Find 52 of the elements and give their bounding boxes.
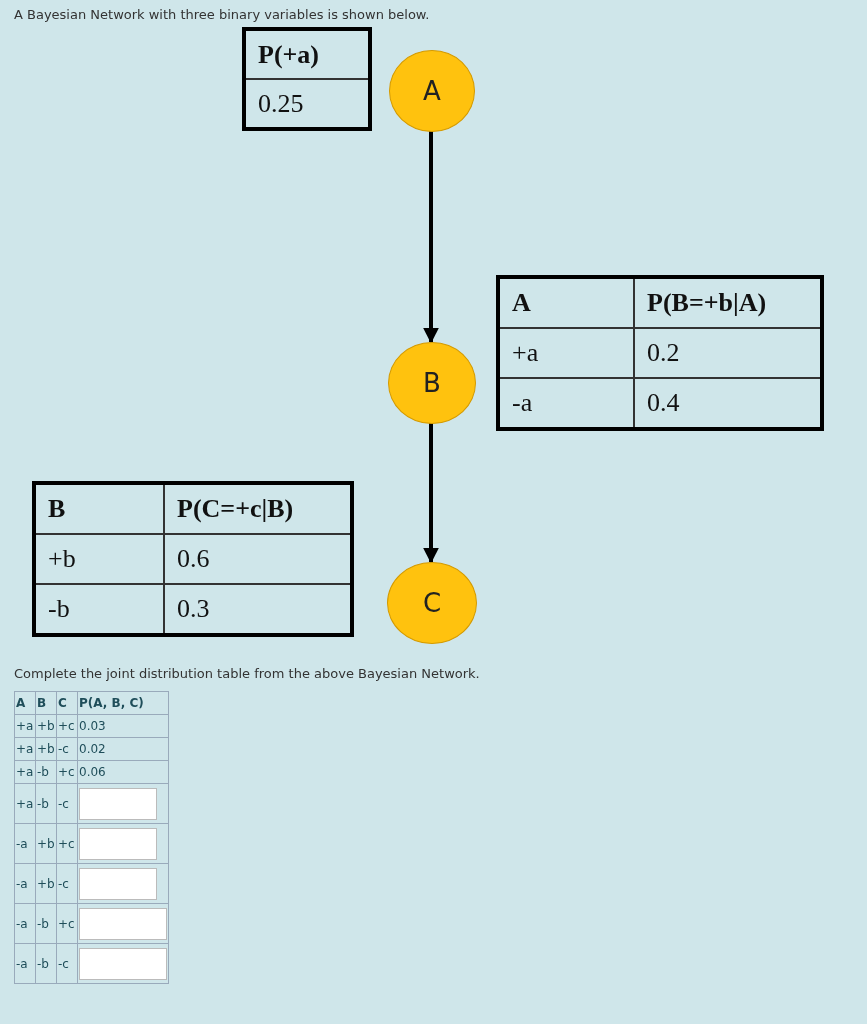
column-header: P(A, B, C) xyxy=(79,696,144,710)
table-value: -c xyxy=(58,956,69,971)
node-label: C xyxy=(422,588,442,618)
table-value: -a xyxy=(512,388,533,418)
title-text: A Bayesian Network with three binary variables is shown below. xyxy=(14,7,430,22)
table-value: -c xyxy=(58,796,69,811)
table-value: -a xyxy=(16,916,28,931)
table-value: -c xyxy=(58,742,69,756)
table-value: 0.06 xyxy=(79,765,106,779)
table-value: -a xyxy=(16,836,28,851)
table-value: 0.2 xyxy=(647,338,680,368)
column-header: B xyxy=(37,696,47,710)
node-label: A xyxy=(423,76,441,106)
table-value: +c xyxy=(58,765,75,779)
arrow xyxy=(423,422,439,564)
table-value: +a xyxy=(512,338,539,368)
table-value: +c xyxy=(58,719,75,733)
column-header: B xyxy=(48,494,66,524)
table-value: -a xyxy=(16,876,28,891)
arrow xyxy=(423,130,439,344)
table-value: 0.25 xyxy=(258,88,304,119)
table-value: +b xyxy=(37,836,55,851)
instruction-text: Complete the joint distribution table from the above Bayesian Network. xyxy=(14,666,480,681)
column-header: P(B=+b|A) xyxy=(647,288,767,318)
table-value: 0.6 xyxy=(177,544,210,574)
column-header: P(C=+c|B) xyxy=(177,494,294,524)
table-value: -b xyxy=(37,765,49,779)
column-header: A xyxy=(16,696,26,710)
table-value: +a xyxy=(16,719,34,733)
table-value: -c xyxy=(58,876,69,891)
column-header: C xyxy=(58,696,67,710)
table-value: 0.02 xyxy=(79,742,106,756)
table-value: +b xyxy=(37,719,55,733)
table-value: +b xyxy=(48,544,76,574)
table-value: 0.03 xyxy=(79,719,106,733)
node-label: B xyxy=(423,368,441,398)
table-value: 0.3 xyxy=(177,594,210,624)
column-header: P(+a) xyxy=(258,39,319,70)
table-value: +b xyxy=(37,876,55,891)
table-value: +a xyxy=(16,765,34,779)
table-value: -a xyxy=(16,956,28,971)
table-value: +c xyxy=(58,836,75,851)
table-value: +a xyxy=(16,742,34,756)
table-value: +a xyxy=(16,796,34,811)
table-value: -b xyxy=(48,594,70,624)
table-value: 0.4 xyxy=(647,388,680,418)
table-value: -b xyxy=(37,796,49,811)
table-value: -b xyxy=(37,916,49,931)
table-value: -b xyxy=(37,956,49,971)
column-header: A xyxy=(512,288,531,318)
table-value: +c xyxy=(58,916,75,931)
table-value: +b xyxy=(37,742,55,756)
